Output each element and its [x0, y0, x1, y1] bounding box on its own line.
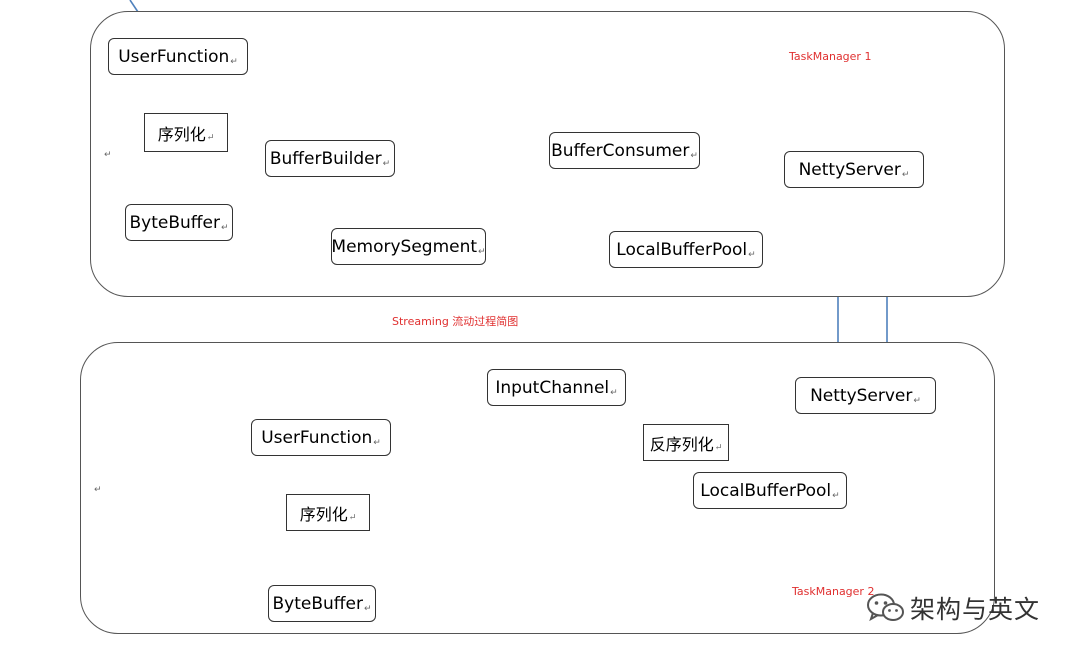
serialize-label-2: 序列化	[286, 494, 370, 531]
taskmanager-2-label: TaskManager 2	[792, 585, 875, 598]
userfunction-node-2: UserFunction	[251, 419, 391, 456]
paragraph-mark: ↵	[104, 150, 112, 160]
bytebuffer-node-2: ByteBuffer	[268, 585, 376, 622]
memorysegment-node: MemorySegment	[331, 228, 486, 265]
nettyserver-node-2: NettyServer	[795, 377, 936, 414]
inputchannel-node: InputChannel	[487, 369, 626, 406]
bytebuffer-node-1: ByteBuffer	[125, 204, 233, 241]
deserialize-label: 反序列化	[643, 424, 729, 461]
bufferconsumer-node: BufferConsumer	[549, 132, 700, 169]
userfunction-node-1: UserFunction	[108, 38, 248, 75]
localbufferpool-node-2: LocalBufferPool	[693, 472, 847, 509]
nettyserver-node-1: NettyServer	[784, 151, 924, 188]
diagram-caption: Streaming 流动过程简图	[392, 315, 519, 328]
bufferbuilder-node: BufferBuilder	[265, 140, 395, 177]
taskmanager-1-label: TaskManager 1	[789, 50, 872, 63]
paragraph-mark: ↵	[94, 485, 102, 495]
watermark: 架构与英文	[866, 590, 1040, 626]
watermark-text: 架构与英文	[910, 595, 1041, 624]
localbufferpool-node-1: LocalBufferPool	[609, 231, 763, 268]
serialize-label-1: 序列化	[144, 113, 228, 152]
wechat-icon	[867, 593, 904, 622]
